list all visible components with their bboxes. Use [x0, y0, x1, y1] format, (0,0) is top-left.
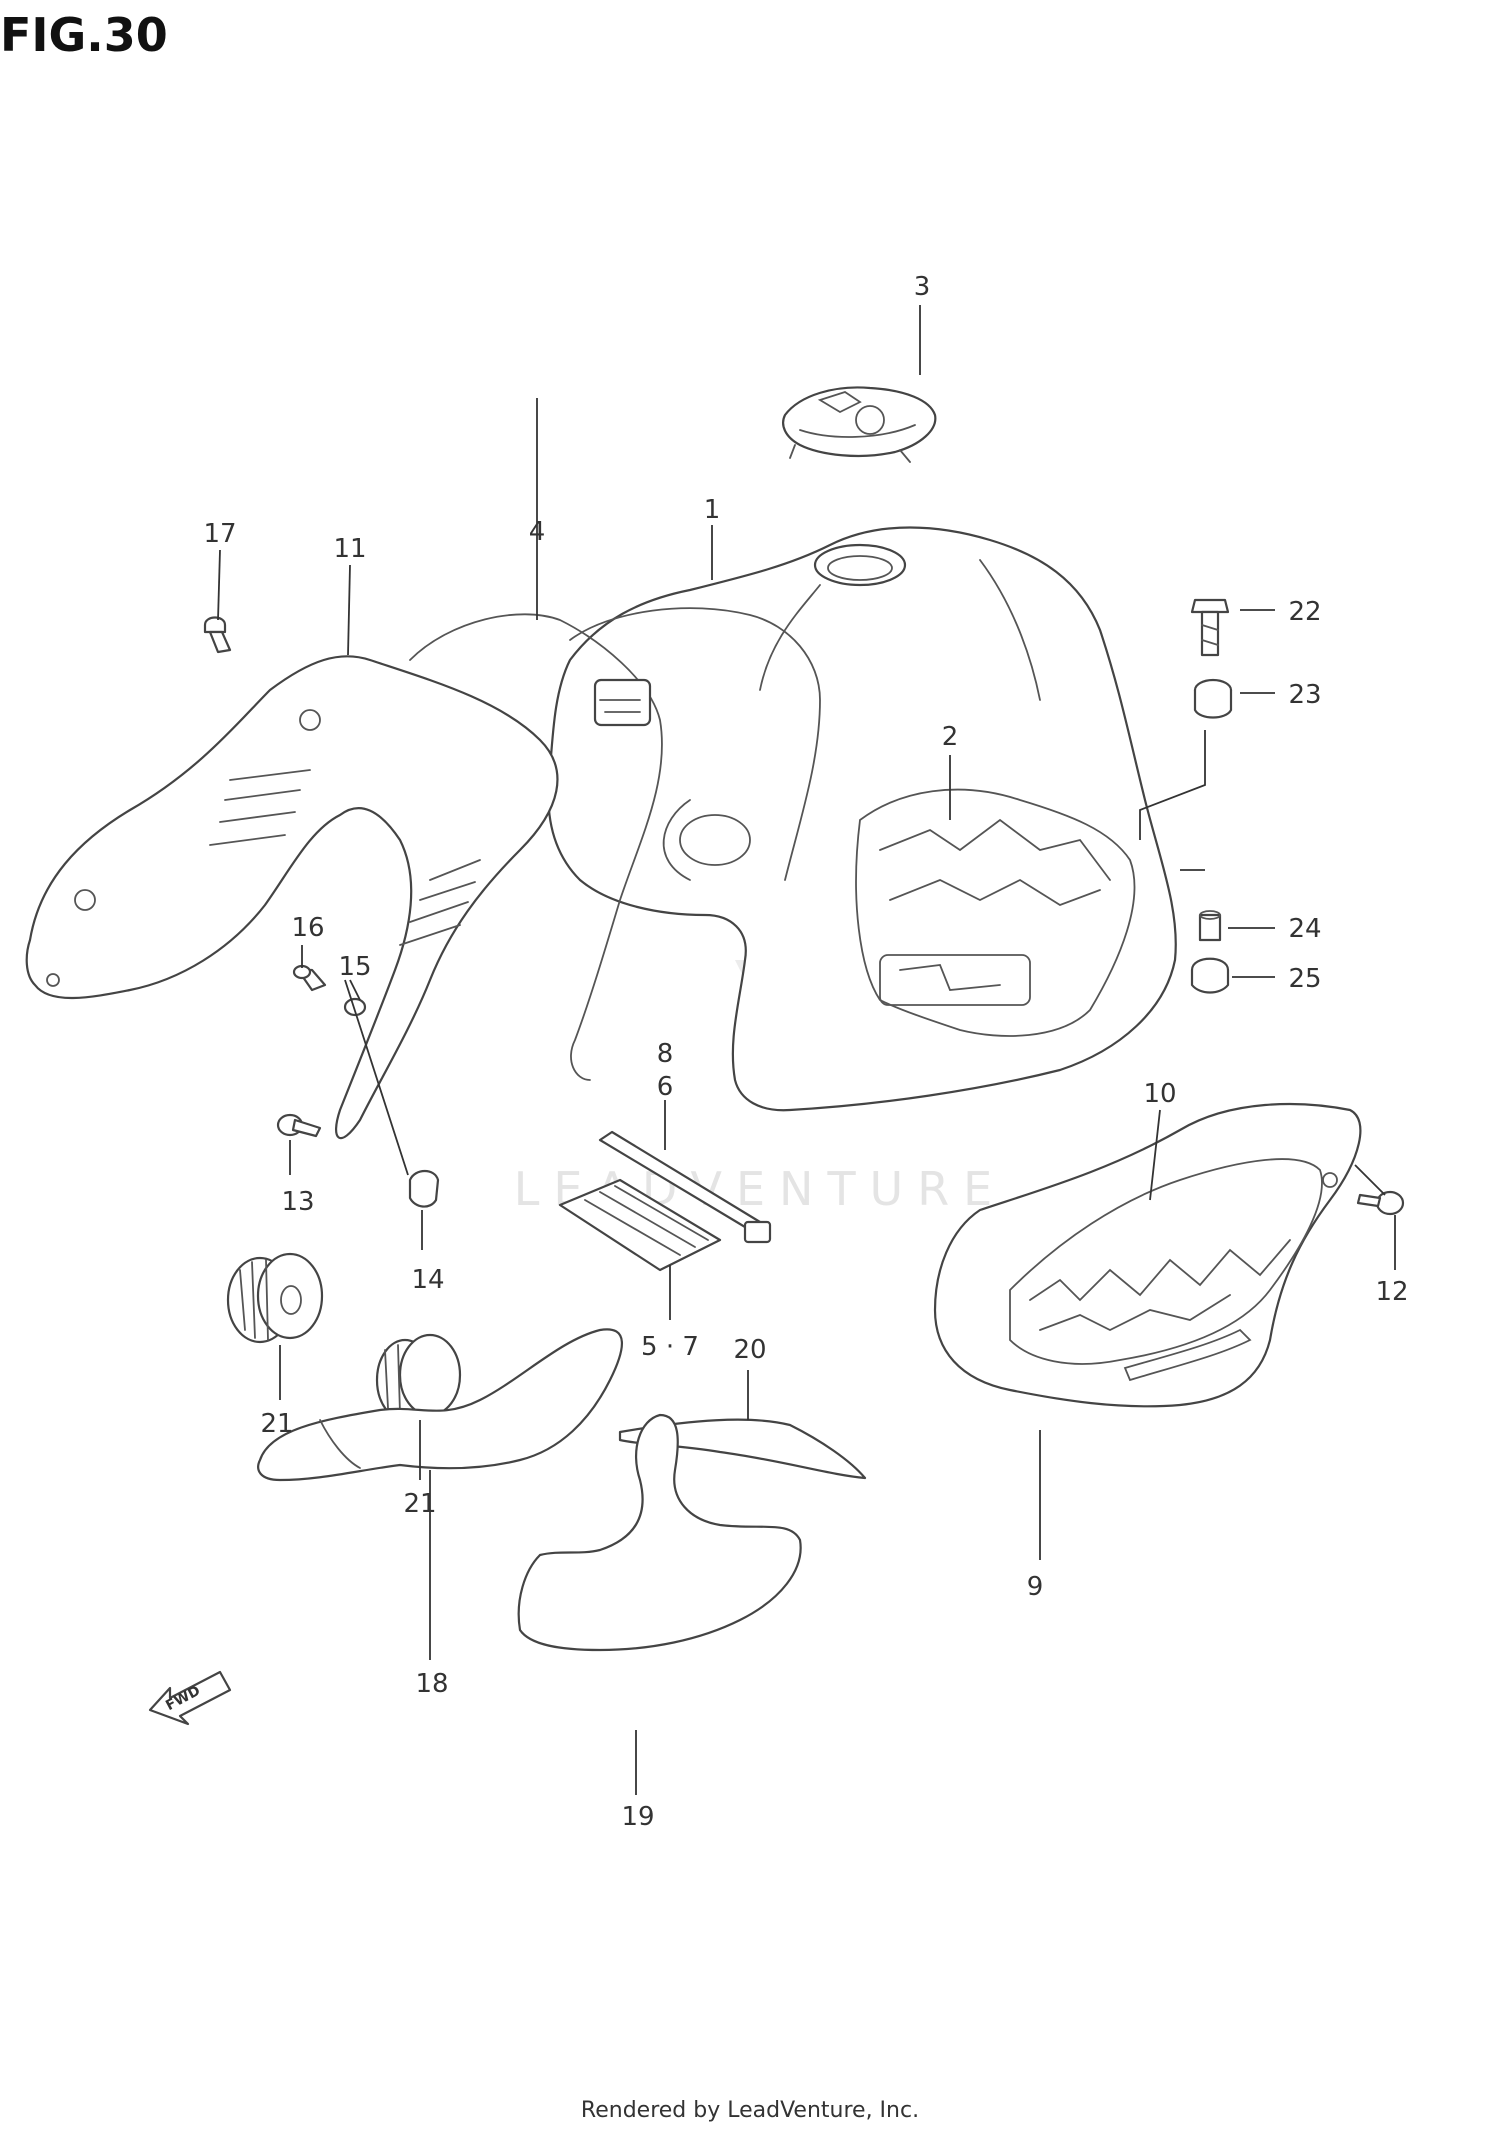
part-bolt-16 [292, 964, 327, 992]
callout-8: 8 [657, 1039, 674, 1069]
callout-1: 1 [704, 495, 721, 525]
part-lower-cover-18 [257, 1328, 623, 1482]
callout-18: 18 [415, 1669, 448, 1699]
part-bolt-17 [203, 616, 232, 654]
part-bolt-13 [276, 1113, 322, 1138]
part-cap-21b [375, 1333, 462, 1422]
callout-13: 13 [281, 1187, 314, 1217]
footer-credit: Rendered by LeadVenture, Inc. [580, 2098, 920, 2123]
callout-9: 9 [1027, 1572, 1044, 1602]
callout-6: 6 [657, 1072, 674, 1102]
part-tank-trim [409, 613, 663, 1081]
callout-21-left: 21 [260, 1409, 293, 1439]
part-bolt-12 [1356, 1190, 1405, 1216]
callout-25: 25 [1288, 964, 1321, 994]
callout-24: 24 [1288, 914, 1321, 944]
callout-10: 10 [1143, 1079, 1176, 1109]
callout-4: 4 [529, 517, 546, 547]
part-cushion-25 [1190, 957, 1230, 994]
part-side-cover-right [933, 1102, 1362, 1408]
leader-lines [217, 305, 1396, 1795]
forward-arrow-icon: FWD [148, 1670, 232, 1726]
callout-17: 17 [203, 519, 236, 549]
callout-11: 11 [333, 534, 366, 564]
callout-19: 19 [621, 1802, 654, 1832]
callout-16: 16 [291, 913, 324, 943]
callout-2: 2 [942, 722, 959, 752]
callout-14: 14 [411, 1265, 444, 1295]
part-fuel-cap [782, 386, 937, 463]
callout-12: 12 [1375, 1277, 1408, 1307]
callout-21-right: 21 [403, 1489, 436, 1519]
callout-15: 15 [338, 952, 371, 982]
part-washer-15 [343, 997, 367, 1017]
part-side-cover-decal [1009, 1158, 1323, 1365]
part-pad [558, 1178, 722, 1272]
callout-labels: 3 1 4 17 11 22 23 2 24 25 16 15 8 6 10 1… [203, 272, 1408, 1832]
part-fuel-tank [409, 526, 1177, 1112]
callout-3: 3 [914, 272, 931, 302]
callout-5-7: 5 · 7 [641, 1332, 699, 1362]
part-tank-decal [855, 788, 1136, 1037]
part-cap-21a [226, 1252, 324, 1344]
callout-23: 23 [1288, 680, 1321, 710]
part-collar-24 [1198, 910, 1222, 942]
callout-22: 22 [1288, 597, 1321, 627]
part-strap [598, 1130, 772, 1244]
part-lower-cover-19 [517, 1413, 802, 1652]
callout-20: 20 [733, 1335, 766, 1365]
part-strip [618, 1418, 867, 1480]
part-grommet-14 [408, 1169, 440, 1208]
part-bolt-22 [1190, 598, 1230, 657]
part-grommet-23 [1193, 678, 1233, 719]
figure-title: FIG.30 [0, 8, 168, 62]
part-side-cover-left [25, 655, 559, 1140]
